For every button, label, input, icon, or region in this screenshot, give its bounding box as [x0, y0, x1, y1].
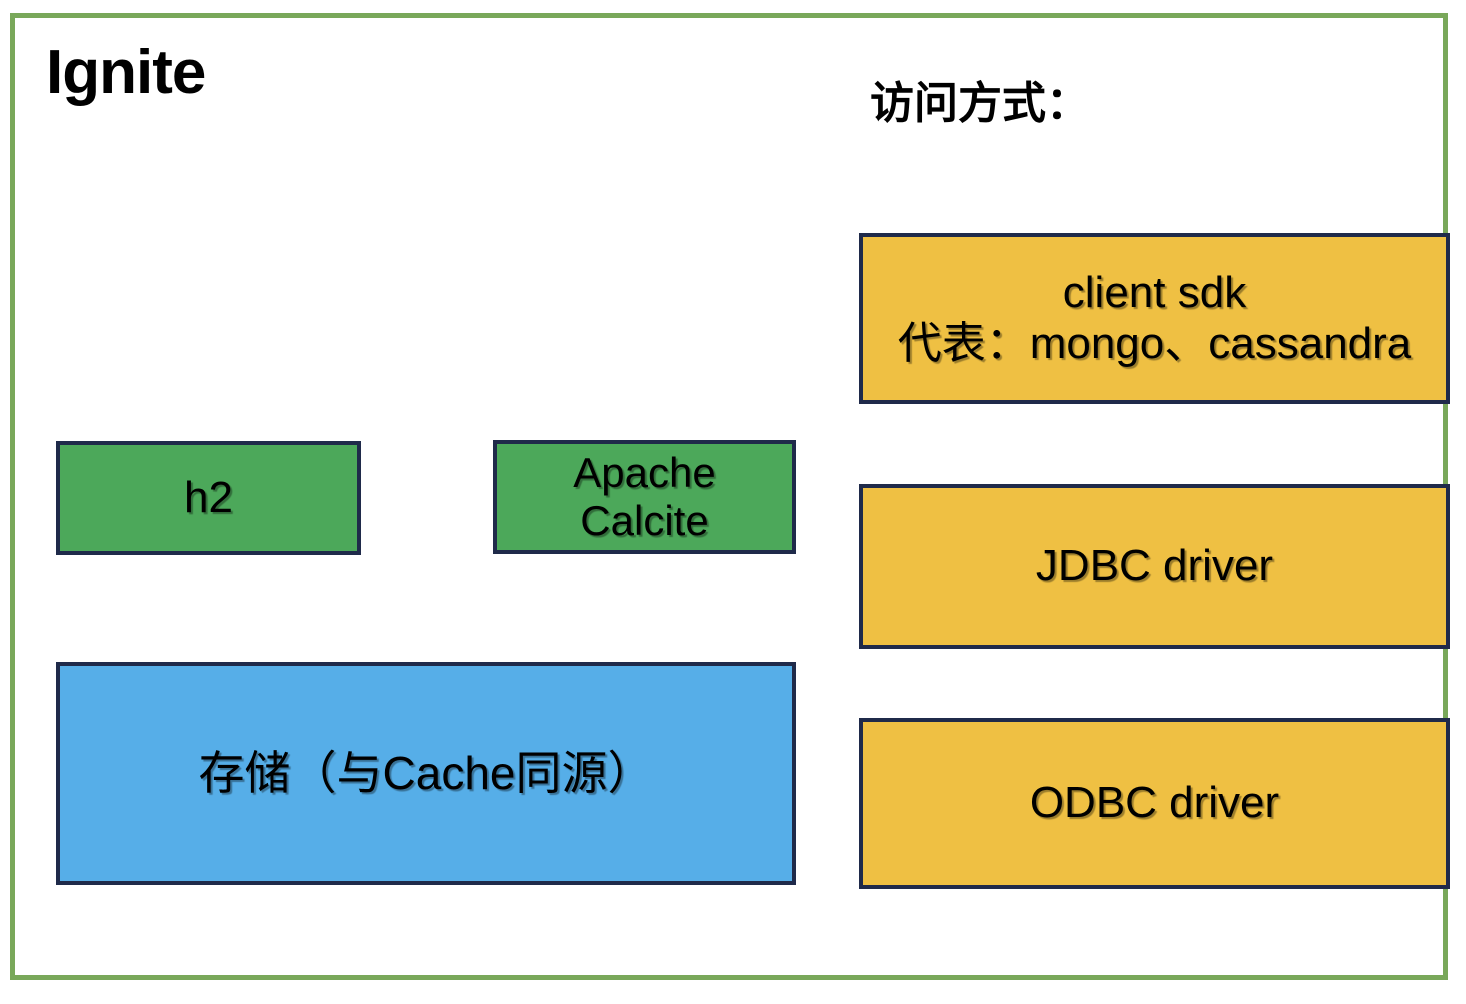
node-client-sdk[interactable]: client sdk 代表：mongo、cassandra [859, 233, 1450, 404]
access-methods-heading: 访问方式： [870, 79, 1090, 128]
node-h2[interactable]: h2 [56, 441, 361, 555]
node-jdbc-driver-label: JDBC driver [1035, 541, 1274, 591]
node-h2-label: h2 [184, 472, 233, 522]
node-jdbc-driver[interactable]: JDBC driver [859, 484, 1450, 649]
node-odbc-driver-label: ODBC driver [1029, 778, 1280, 828]
diagram-frame: Ignite 访问方式： h2 Apache Calcite 存储（与Cache… [10, 13, 1450, 980]
node-apache-calcite-label: Apache Calcite [573, 448, 716, 544]
page-title: Ignite [46, 38, 206, 107]
node-apache-calcite[interactable]: Apache Calcite [493, 440, 796, 554]
node-storage-label: 存储（与Cache同源） [198, 747, 654, 800]
node-storage[interactable]: 存储（与Cache同源） [56, 662, 796, 885]
node-client-sdk-label: client sdk 代表：mongo、cassandra [897, 267, 1412, 368]
node-odbc-driver[interactable]: ODBC driver [859, 718, 1450, 889]
